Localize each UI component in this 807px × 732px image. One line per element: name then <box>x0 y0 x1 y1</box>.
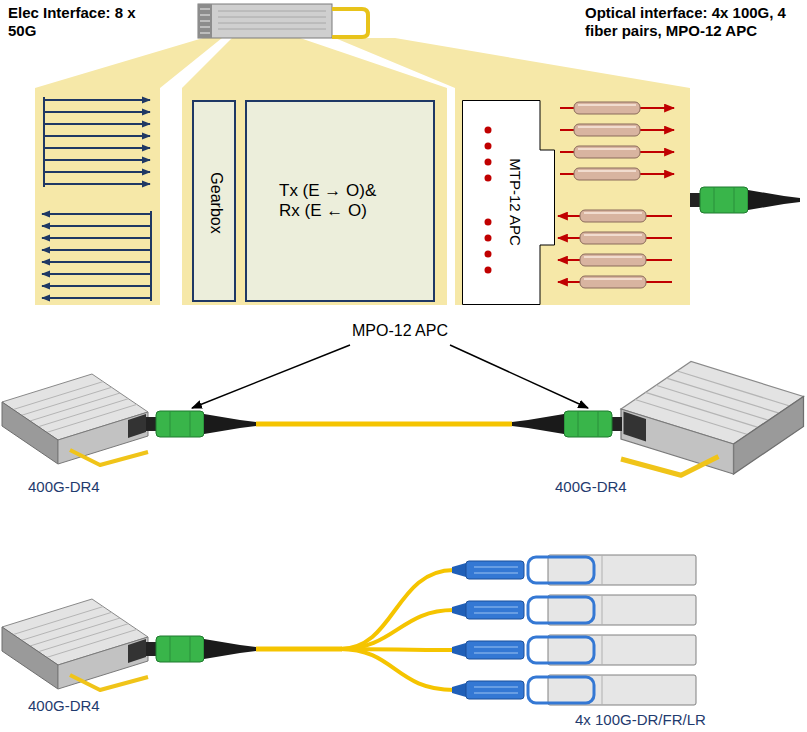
electrical-lane <box>44 111 150 113</box>
module-name: 400G-DR4 <box>28 478 100 496</box>
leader-arrow <box>450 345 588 408</box>
electrical-lane <box>150 211 152 301</box>
node-text: MTP-12 APC <box>506 158 524 246</box>
leader-arrow <box>192 345 350 408</box>
electrical-lane <box>44 99 150 101</box>
interface-note: Optical interface: 4x 100G, 4 fiber pair… <box>585 4 803 40</box>
leader-arrow <box>192 345 588 408</box>
fiber-port <box>485 267 492 274</box>
optical-fiber <box>558 102 674 288</box>
lc-module <box>452 675 696 705</box>
module-photo <box>218 17 326 18</box>
electrical-lane <box>42 261 151 263</box>
breakout-cable <box>340 610 454 649</box>
electrical-lane <box>44 183 150 185</box>
module-photo <box>218 11 326 12</box>
interface-note: Elec Interface: 8 x 50G <box>8 4 148 40</box>
module-photo <box>198 4 332 38</box>
mtp-connector: MTP-12 APC <box>462 100 555 305</box>
breakout-cable <box>256 570 454 690</box>
optical-fiber <box>574 102 646 288</box>
optical-fiber <box>580 210 646 222</box>
electrical-lane <box>44 123 150 125</box>
fiber-port <box>485 127 492 134</box>
electrical-lane <box>42 249 151 251</box>
electrical-lane <box>42 97 151 301</box>
optical-fiber <box>578 126 636 128</box>
node-text: Tx (E → O)& Rx (E ← O) <box>279 181 401 222</box>
electrical-lane <box>44 147 150 149</box>
lc-module <box>452 635 696 665</box>
module-name: 4x 100G-DR/FR/LR <box>575 711 706 729</box>
electrical-lane <box>44 171 150 173</box>
module-name: 400G-DR4 <box>555 478 627 496</box>
gearbox-block: Gearbox <box>192 100 236 302</box>
electrical-lane <box>42 213 151 215</box>
breakout-cable <box>256 647 342 652</box>
electrical-lane <box>42 225 151 227</box>
fiber-port <box>485 175 492 182</box>
optical-fiber <box>578 104 636 106</box>
breakout-cable <box>340 570 454 649</box>
optical-fiber <box>584 234 642 236</box>
optical-fiber <box>574 124 640 136</box>
electrical-lane <box>44 135 150 137</box>
breakout-cable <box>340 649 454 690</box>
optical-fiber <box>574 146 640 158</box>
optical-fiber <box>580 254 646 266</box>
fiber-port <box>485 235 492 242</box>
transceiver-module <box>2 374 148 465</box>
electrical-lane <box>42 237 151 239</box>
optical-fiber <box>578 170 636 172</box>
optical-fiber <box>578 105 642 279</box>
module-photo <box>218 23 326 24</box>
module-photo <box>200 21 210 22</box>
node-text: Gearbox <box>206 172 225 233</box>
module-photo <box>198 4 368 38</box>
optical-fiber <box>574 102 640 114</box>
module-photo <box>218 29 326 30</box>
fiber-port <box>485 219 492 226</box>
transceiver-module <box>621 362 804 476</box>
mpo-connector <box>512 411 622 437</box>
optical-fiber <box>558 108 674 282</box>
module-photo <box>200 15 210 16</box>
callout-panel <box>182 38 447 305</box>
lc-module <box>452 595 696 625</box>
connector-outline <box>463 101 555 305</box>
fiber-cable <box>256 422 512 427</box>
fiber-port <box>485 251 492 258</box>
module-photo <box>198 4 212 38</box>
mpo-connector <box>690 187 800 213</box>
fiber-port <box>485 159 492 166</box>
optical-fiber <box>580 232 646 244</box>
optical-fiber <box>574 168 640 180</box>
callout-panel <box>35 38 690 305</box>
module-photo <box>200 33 210 34</box>
optical-fiber <box>584 212 642 214</box>
optical-fiber <box>578 148 636 150</box>
fiber-port <box>485 143 492 150</box>
optical-fiber <box>580 276 646 288</box>
optical-fiber <box>584 256 642 258</box>
lc-module <box>452 555 696 585</box>
optical-fiber <box>584 278 642 280</box>
module-photo <box>200 9 210 10</box>
electrical-lane <box>42 273 151 275</box>
electrical-lane <box>44 159 150 161</box>
electrical-lane <box>42 297 151 299</box>
module-photo <box>200 27 210 28</box>
mpo-connector <box>146 636 256 662</box>
mpo-connector <box>146 411 256 437</box>
electrical-lane <box>43 97 45 187</box>
module-photo <box>332 9 368 37</box>
electrical-lane <box>42 285 151 287</box>
module-name: 400G-DR4 <box>28 697 100 715</box>
transceiver-block: Tx (E → O)& Rx (E ← O) <box>245 100 435 302</box>
connector-callout: MPO-12 APC <box>330 321 470 340</box>
transceiver-module <box>2 599 148 690</box>
